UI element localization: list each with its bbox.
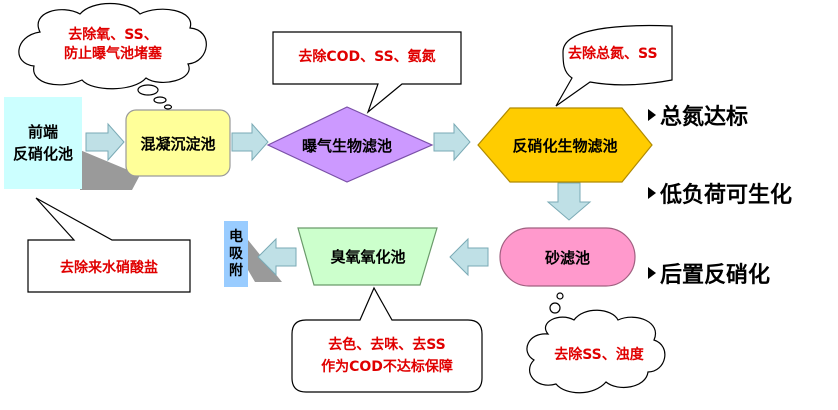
bullet-triangle-icon bbox=[648, 267, 656, 279]
bubble-callout-denit bbox=[555, 24, 673, 107]
arrow-denit-to-sand bbox=[546, 182, 592, 221]
side-note-text: 总氮达标 bbox=[660, 105, 749, 130]
sand-filter-label: 砂滤池 bbox=[544, 248, 590, 267]
cloud-callout-sand bbox=[526, 292, 666, 394]
side-note-3: 后置反硝化 bbox=[648, 258, 770, 288]
pre-note: 去除来水硝酸盐 bbox=[60, 259, 158, 276]
ozone-node bbox=[297, 227, 438, 286]
ozone-label: 臭氧氧化池 bbox=[330, 248, 406, 266]
ozone-note: 去色、去味、去SS 作为COD不达标保障 bbox=[321, 337, 453, 375]
pre-denit-label: 前端 反硝化池 bbox=[12, 123, 73, 163]
electro-label: 电 吸 附 bbox=[229, 228, 243, 279]
aerated-note: 去除COD、SS、氨氮 bbox=[298, 48, 436, 65]
denit-filter-node bbox=[477, 107, 653, 183]
pre-denit-node bbox=[4, 97, 82, 189]
cloud-callout-coagulation bbox=[18, 3, 207, 110]
coagulation-node bbox=[125, 109, 231, 177]
bullet-triangle-icon bbox=[648, 109, 656, 121]
side-note-2: 低负荷可生化 bbox=[648, 178, 792, 208]
denit-note: 去除总氮、SS bbox=[568, 45, 658, 62]
sand-filter-node bbox=[499, 227, 636, 287]
coagulation-note: 去除氧、SS、 防止曝气池堵塞 bbox=[64, 27, 162, 62]
side-note-1: 总氮达标 bbox=[648, 100, 748, 130]
arrow-pre-to-coag bbox=[85, 122, 125, 162]
aerated-filter-label: 曝气生物滤池 bbox=[301, 136, 392, 155]
electro-node bbox=[224, 221, 248, 287]
side-note-text: 后置反硝化 bbox=[660, 263, 771, 288]
bullet-triangle-icon bbox=[648, 187, 656, 199]
sand-note: 去除SS、浊度 bbox=[554, 346, 644, 363]
arrow-aerated-to-denit bbox=[433, 122, 471, 162]
aerated-filter-node bbox=[266, 106, 434, 183]
arrow-sand-to-ozone bbox=[449, 237, 489, 277]
pre-node-shadow bbox=[80, 150, 140, 190]
rect-callout-pre bbox=[27, 197, 191, 293]
rounded-callout-ozone bbox=[291, 286, 483, 393]
arrow-ozone-to-electro bbox=[257, 237, 297, 277]
coagulation-label: 混凝沉淀池 bbox=[140, 134, 216, 153]
denit-filter-label: 反硝化生物滤池 bbox=[512, 136, 618, 155]
arrow-coag-to-aerated bbox=[231, 122, 269, 162]
flow-arrows bbox=[85, 122, 592, 277]
rect-callout-aerated bbox=[272, 31, 462, 114]
side-note-text: 低负荷可生化 bbox=[660, 183, 793, 208]
